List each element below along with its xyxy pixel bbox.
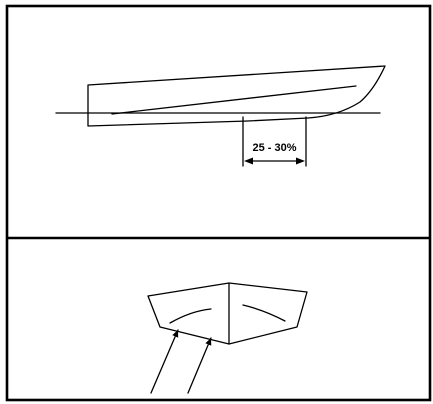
chine-line: [111, 85, 357, 115]
hull-side-profile: 25 - 30%: [55, 65, 386, 167]
outer-border: [5, 4, 432, 402]
dimension-arrow-right-icon: [296, 157, 305, 165]
hull-outline: [87, 65, 386, 127]
pointer-arrow-left-icon: [150, 329, 179, 394]
dimension-arrow-left-icon: [244, 157, 253, 165]
dimension-marker: 25 - 30%: [242, 116, 307, 167]
dimension-label: 25 - 30%: [252, 142, 296, 154]
figure-frame: [5, 4, 432, 402]
pointer-arrow-right-icon: [187, 337, 212, 394]
right-strake-line: [242, 304, 286, 322]
hull-front-view: [147, 282, 308, 394]
left-strake-line: [169, 308, 212, 324]
hull-front-outline: [147, 282, 308, 345]
